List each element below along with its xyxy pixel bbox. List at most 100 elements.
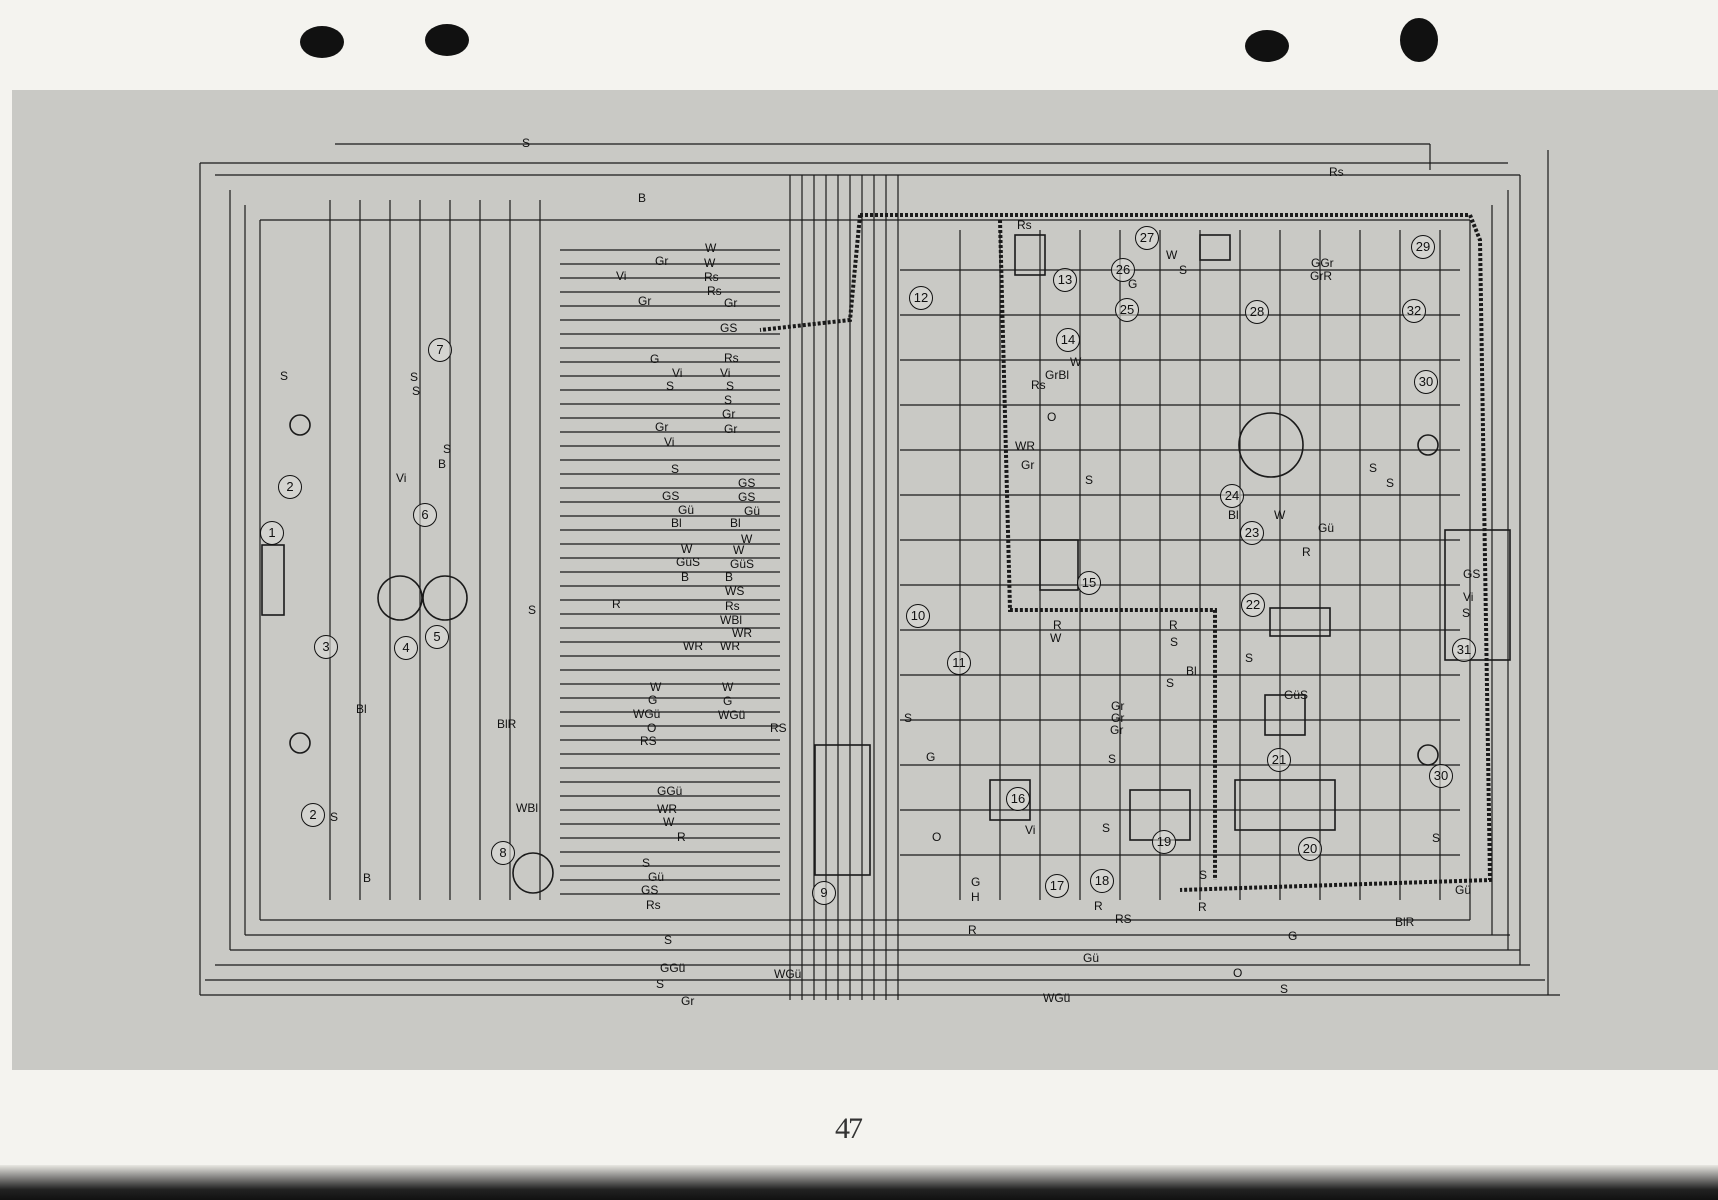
wire-label: GüS [1284,688,1309,702]
wire-label: BlR [1395,915,1415,929]
horn [261,544,285,616]
wire-label: W [1070,355,1082,369]
wire-label: R [1198,900,1207,914]
component-number-27: 27 [1135,226,1159,250]
wire-label: R [968,923,977,937]
wire-label: W [681,542,693,556]
wire-label: Gü [1455,883,1472,897]
component-number-14: 14 [1056,328,1080,352]
wire-label: R [677,830,686,844]
component-number-12: 12 [909,286,933,310]
wire-label: GGr [1311,256,1334,270]
wire-label: WR [732,626,752,640]
wire-label: BlR [497,717,517,731]
headlamp-bulb [289,414,311,436]
wire-label: G [926,750,936,764]
heavy-cable [860,213,1493,892]
headlamp-bulb [1417,434,1439,456]
component-number-2: 2 [301,803,325,827]
wire-label: S [666,379,675,393]
wire-label: Vi [1463,590,1474,604]
component-number-26: 26 [1111,258,1135,282]
switch [1199,234,1231,261]
wire-label: S [664,933,673,947]
wire-label: WS [725,584,745,598]
wire-label: Vi [616,269,627,283]
distributor-cap [1238,412,1304,478]
wire-label: R [1302,545,1311,559]
component-number-28: 28 [1245,300,1269,324]
wire-label: Gü [744,504,761,518]
wire-label: S [1280,982,1289,996]
wire-label: WGü [774,967,802,981]
wire-label: B [438,457,447,471]
wire-label: Gr [722,407,736,421]
headlamp-bulb [1417,744,1439,766]
wire-label: S [1462,606,1471,620]
wire-label: GS [738,490,756,504]
wire-label: Bl [671,516,682,530]
wire-label: GGü [660,961,686,975]
heavy-cable [998,219,1217,880]
wire-label: W [650,680,662,694]
binder-hole-icon [300,26,344,58]
wire-label: Bl [1186,664,1197,678]
fuse-block [1264,694,1306,736]
wire-label: GrR [1310,269,1332,283]
component-number-24: 24 [1220,484,1244,508]
wire-label: S [1166,676,1175,690]
wire-label: WR [720,639,740,653]
wire-label: R [612,597,621,611]
wire-label: S [1170,635,1179,649]
component-number-4: 4 [394,636,418,660]
wire-label: Gü [678,503,695,517]
wire-label: WR [1015,439,1035,453]
wire-label: S [528,603,537,617]
diagram-background [12,90,1718,1070]
component-number-13: 13 [1053,268,1077,292]
wire-label: Rs [1031,378,1046,392]
wire-label: Rs [724,351,739,365]
component-number-23: 23 [1240,521,1264,545]
wire-label: S [726,379,735,393]
wire-label: O [1047,410,1057,424]
wire-label: G [650,352,660,366]
wire-label: Rs [1329,165,1344,179]
heavy-cable [759,214,862,332]
wire-label: S [522,136,531,150]
component-number-17: 17 [1045,874,1069,898]
wire-label: WGü [718,708,746,722]
component-number-20: 20 [1298,837,1322,861]
wire-label: Gr [1111,699,1125,713]
instrument-gauge [422,575,468,621]
wire-label: H [971,890,980,904]
wire-label: W [741,532,753,546]
wire-label: GS [641,883,659,897]
component-number-9: 9 [812,881,836,905]
wire-label: S [1108,752,1117,766]
wire-label: W [1166,248,1178,262]
wire-label: W [1050,631,1062,645]
wire-label: Rs [1017,218,1032,232]
wire-label: S [1179,263,1188,277]
component-number-30: 30 [1414,370,1438,394]
wire-label: O [1233,966,1243,980]
component-number-19: 19 [1152,830,1176,854]
component-number-30: 30 [1429,764,1453,788]
component-number-2: 2 [278,475,302,499]
wire-label: S [1199,868,1208,882]
wire-label: S [671,462,680,476]
component-number-29: 29 [1411,235,1435,259]
wire-label: Bl [356,702,367,716]
wire-label: S [1102,821,1111,835]
binder-hole-icon [1245,30,1289,62]
wire-label: Gr [681,994,695,1008]
relay-box [1039,539,1079,591]
component-number-5: 5 [425,625,449,649]
speedometer-gauge [377,575,423,621]
wire-label: B [681,570,690,584]
wire-label: RS [1115,912,1132,926]
component-number-22: 22 [1241,593,1265,617]
component-number-16: 16 [1006,787,1030,811]
